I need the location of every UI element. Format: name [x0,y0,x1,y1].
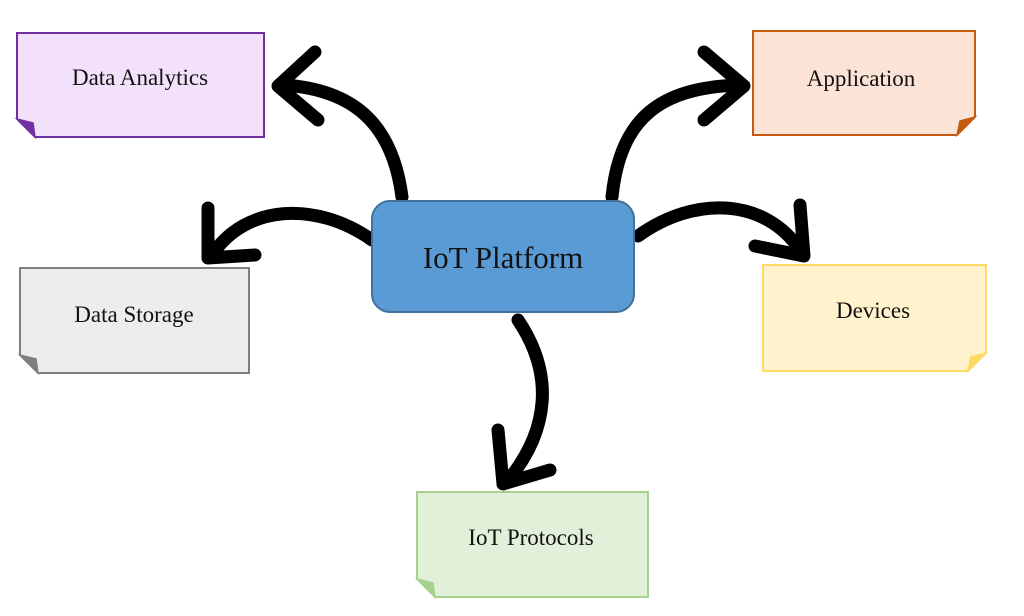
iot-protocols-box [416,491,649,598]
node-data-analytics: Data Analytics [14,32,265,140]
iot-platform-box [371,200,635,313]
iot-protocols-fold [414,577,437,600]
node-iot-protocols: IoT Protocols [414,491,649,600]
data-storage-label: Data Storage [74,302,193,327]
application-fold [955,115,978,138]
arrow-to-devices [631,198,811,263]
arrows [201,45,811,491]
node-devices: Devices [762,264,989,374]
node-data-storage: Data Storage [17,267,250,376]
node-application: Application [752,30,978,138]
iot-protocols-label: IoT Protocols [468,525,593,550]
arrow-to-application [605,45,751,204]
devices-fold [966,351,989,374]
node-iot-platform: IoT Platform [371,200,635,313]
iot-platform-label: IoT Platform [423,240,583,275]
arrow-to-data-storage [201,201,379,265]
data-analytics-fold [14,117,37,140]
data-storage-box [19,267,250,374]
data-storage-fold [17,353,40,376]
arrow-to-iot-protocols [491,313,557,491]
application-label: Application [807,66,916,91]
devices-label: Devices [836,298,910,323]
data-analytics-box [16,32,265,138]
arrow-to-data-analytics [271,45,409,204]
data-analytics-label: Data Analytics [72,65,208,90]
